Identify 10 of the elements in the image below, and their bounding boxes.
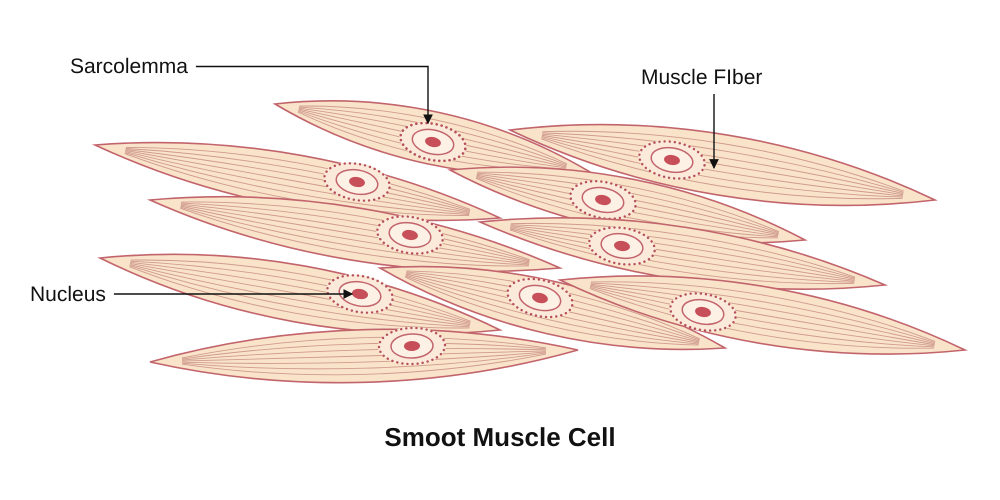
leader-line xyxy=(114,289,354,299)
leader-line xyxy=(196,66,433,124)
nucleus xyxy=(352,288,368,300)
callout-label: Sarcolemma xyxy=(70,56,188,77)
callout-label: Nucleus xyxy=(30,284,106,305)
callout-label: Muscle FIber xyxy=(641,67,762,88)
sarcolemma-ring xyxy=(399,122,467,162)
diagram-caption: Smoot Muscle Cell xyxy=(384,422,616,452)
muscle-fiber-cell xyxy=(509,124,936,206)
leader-line xyxy=(709,94,719,169)
